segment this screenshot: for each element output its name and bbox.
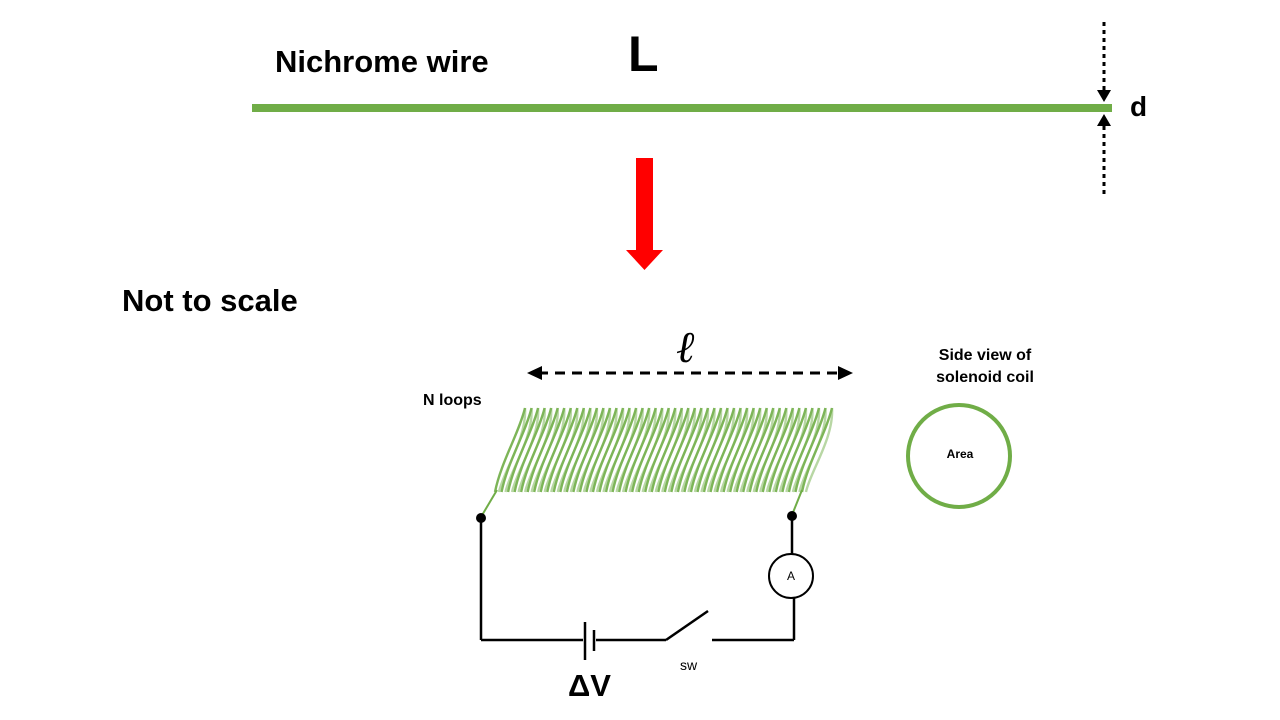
side-view-label: Side view of solenoid coil bbox=[930, 345, 1040, 389]
side-view-line-1: Side view of bbox=[938, 347, 1032, 364]
coil-turn bbox=[591, 407, 625, 493]
coil-turn bbox=[552, 407, 585, 493]
coil-turn bbox=[513, 407, 546, 493]
coil-turn bbox=[761, 407, 794, 493]
coil-turn bbox=[526, 407, 559, 493]
coil-turn bbox=[624, 407, 657, 493]
coil-turn bbox=[630, 407, 664, 493]
coil-turn bbox=[774, 407, 808, 493]
area-label: Area bbox=[946, 447, 974, 461]
coil-lead-left bbox=[480, 489, 498, 518]
coil-turn-back bbox=[804, 407, 834, 493]
coil-turn bbox=[787, 407, 821, 493]
coil-turn bbox=[578, 407, 612, 493]
coil-turn bbox=[755, 407, 788, 493]
scale-note: Not to scale bbox=[122, 283, 298, 318]
coil-turn bbox=[670, 407, 703, 493]
coil-turn bbox=[604, 407, 638, 493]
coil-turn bbox=[663, 407, 696, 493]
coil-turn bbox=[702, 407, 736, 493]
coil-turn bbox=[650, 407, 683, 493]
coil-turn bbox=[565, 407, 599, 493]
ammeter-icon bbox=[768, 553, 814, 599]
coil-turn bbox=[689, 407, 723, 493]
down-arrow-icon bbox=[626, 158, 663, 270]
side-view-line-2: solenoid coil bbox=[936, 369, 1034, 386]
voltage-label: ΔV bbox=[568, 668, 611, 703]
ammeter-label: A bbox=[786, 569, 795, 583]
diameter-label: d bbox=[1130, 91, 1148, 122]
coil-turn bbox=[617, 407, 651, 493]
solenoid-coil bbox=[493, 407, 834, 493]
coil-turn bbox=[696, 407, 729, 493]
coil-turn bbox=[539, 407, 572, 493]
coil-turn bbox=[800, 407, 834, 493]
coil-turn bbox=[657, 407, 690, 493]
coil-turn bbox=[611, 407, 644, 493]
coil-turn bbox=[644, 407, 677, 493]
coil-lead-right bbox=[791, 489, 803, 516]
wire-length-label: L bbox=[628, 26, 659, 82]
side-view-circle bbox=[906, 403, 1012, 509]
coil-turn bbox=[683, 407, 716, 493]
coil-turn bbox=[493, 407, 527, 493]
coil-length-label: ℓ bbox=[676, 322, 695, 373]
coil-turn bbox=[794, 407, 827, 493]
coil-turn bbox=[500, 407, 533, 493]
battery-icon bbox=[583, 622, 596, 660]
coil-turn bbox=[728, 407, 762, 493]
coil-length-arrow bbox=[527, 366, 853, 380]
coil-turn bbox=[637, 407, 670, 493]
switch-label: sw bbox=[680, 657, 698, 673]
coil-turn bbox=[546, 407, 579, 493]
coil-turn bbox=[768, 407, 801, 493]
coil-turn bbox=[585, 407, 618, 493]
coil-turn bbox=[519, 407, 553, 493]
wire-title: Nichrome wire bbox=[275, 44, 489, 79]
coil-turn bbox=[722, 407, 755, 493]
coil-turn bbox=[709, 407, 742, 493]
coil-turn bbox=[748, 407, 781, 493]
coil-turn bbox=[715, 407, 749, 493]
coil-turn bbox=[742, 407, 775, 493]
diameter-marker bbox=[1097, 22, 1111, 196]
coil-turn bbox=[533, 407, 566, 493]
circuit bbox=[476, 511, 797, 642]
coil-turn bbox=[598, 407, 631, 493]
coil-turn bbox=[572, 407, 605, 493]
coil-turn bbox=[676, 407, 710, 493]
loops-label: N loops bbox=[423, 392, 482, 409]
coil-turn bbox=[506, 407, 540, 493]
coil-turn bbox=[781, 407, 814, 493]
coil-turn bbox=[735, 407, 768, 493]
coil-turn bbox=[559, 407, 592, 493]
